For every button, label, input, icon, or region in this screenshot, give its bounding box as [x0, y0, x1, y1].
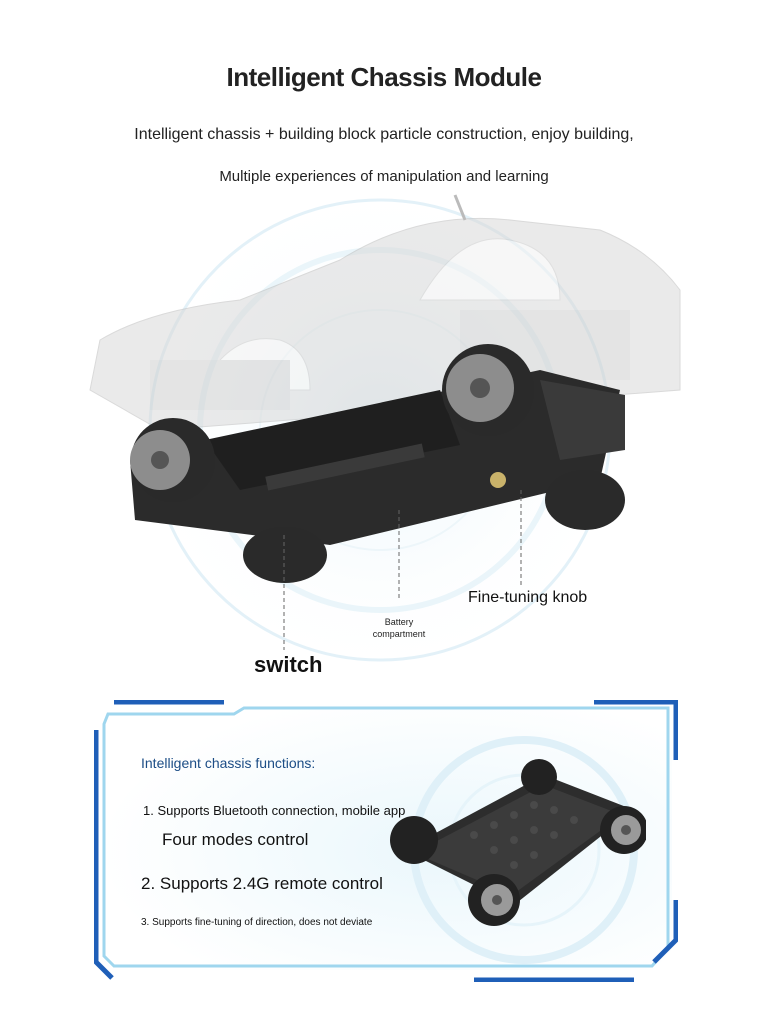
thumb-wheel-front-left	[468, 874, 520, 926]
tuning-knob	[490, 472, 506, 488]
battery-label-line-1: Battery	[384, 617, 414, 627]
switch-label: switch	[254, 652, 323, 677]
thumb-wheel-back-left	[390, 816, 438, 864]
battery-compartment-label: Battery compartment	[366, 616, 432, 640]
wheel-front-left	[130, 418, 215, 502]
wheel-rear-left	[243, 527, 327, 583]
features-heading: Intelligent chassis functions:	[141, 755, 316, 771]
feature-item-1-continued: Four modes control	[162, 830, 309, 849]
battery-label-line-2: compartment	[372, 629, 426, 639]
feature-item-1: 1. Supports Bluetooth connection, mobile…	[143, 803, 406, 818]
feature-item-3: 3. Supports fine-tuning of direction, do…	[141, 917, 373, 928]
thumb-wheel-front-right	[600, 806, 646, 854]
page-title: Intelligent Chassis Module	[226, 62, 542, 92]
subtitle-line-2: Multiple experiences of manipulation and…	[219, 168, 549, 185]
thumb-wheel-back-right	[521, 759, 557, 795]
car-chassis-illustration	[89, 190, 681, 680]
subtitle-line-1: Intelligent chassis + building block par…	[134, 126, 634, 143]
feature-item-2: 2. Supports 2.4G remote control	[141, 874, 383, 893]
wheel-front-right	[442, 344, 534, 436]
chassis-thumbnail	[390, 759, 646, 926]
fine-tuning-knob-label: Fine-tuning knob	[468, 589, 588, 606]
antenna	[453, 194, 467, 221]
wheel-rear-right	[545, 470, 625, 530]
